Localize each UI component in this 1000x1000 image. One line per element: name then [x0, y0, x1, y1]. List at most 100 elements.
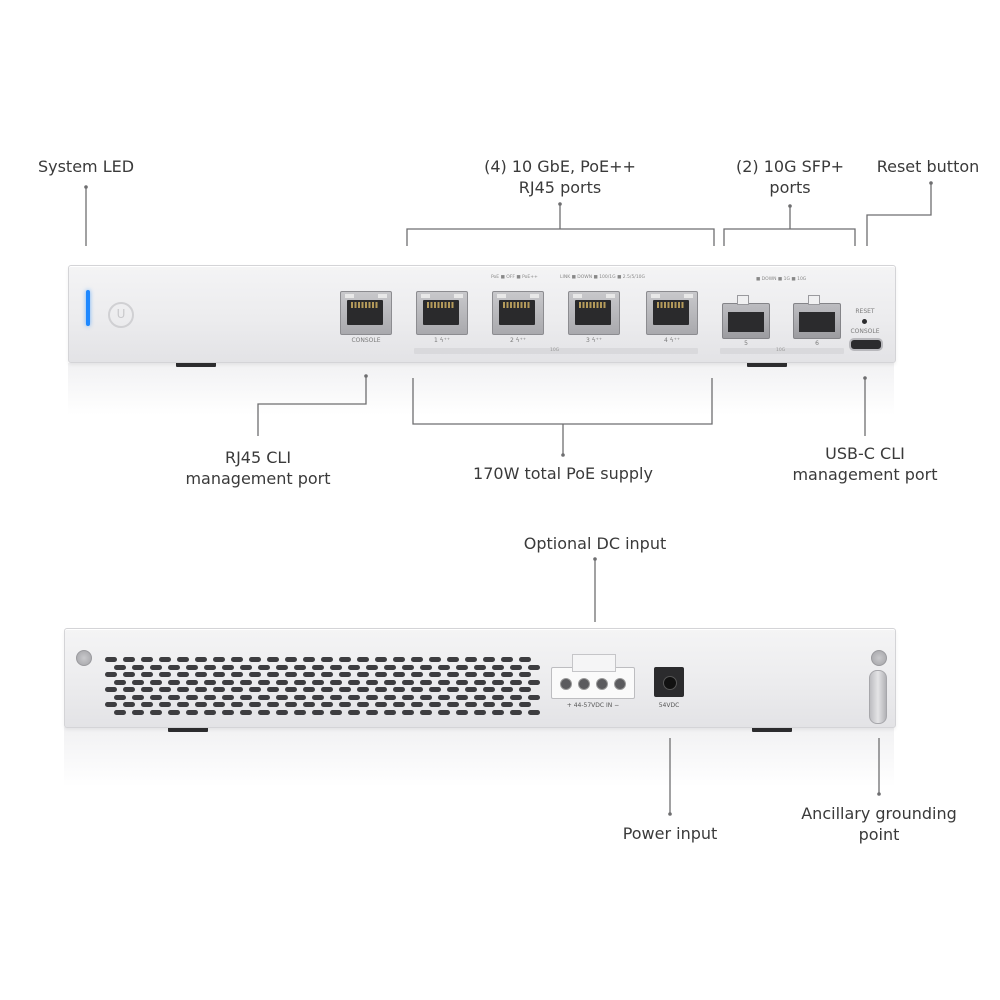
port-6-label: 6	[815, 340, 819, 347]
vent-slot	[159, 672, 171, 677]
vent-slot	[339, 672, 351, 677]
vent-slot	[213, 687, 225, 692]
vent-slot	[510, 679, 522, 685]
vent-slot	[348, 679, 360, 685]
rj45-port-2	[492, 291, 544, 335]
vent-slot	[465, 702, 477, 707]
vent-slot	[285, 657, 297, 662]
vent-slot	[267, 702, 279, 707]
vent-slot	[186, 709, 198, 715]
vent-slot	[294, 679, 306, 685]
vent-slot	[312, 709, 324, 715]
vent-slot	[348, 694, 360, 700]
vent-slot	[249, 702, 261, 707]
vent-slot	[429, 672, 441, 677]
poe-legend: PoE ■ OFF ■ PoE++	[491, 275, 538, 280]
vent-slot	[411, 702, 423, 707]
callout-grounding-line2: point	[858, 825, 900, 844]
vent-slot	[393, 702, 405, 707]
vent-slot	[177, 672, 189, 677]
vent-slot	[384, 694, 396, 700]
vent-slot	[312, 679, 324, 685]
callout-power-input-text: Power input	[622, 824, 718, 843]
vent-slot	[501, 672, 513, 677]
vent-slot	[258, 694, 270, 700]
vent-slot	[213, 672, 225, 677]
vent-slot	[528, 664, 540, 670]
vent-slot	[132, 664, 144, 670]
vent-slot	[321, 657, 333, 662]
ubiquiti-logo-icon: U	[108, 302, 134, 328]
vent-slot	[285, 702, 297, 707]
vent-slot	[321, 702, 333, 707]
vent-slot	[519, 687, 531, 692]
callout-usbc-cli-line1: USB-C CLI	[825, 444, 905, 463]
callout-power-input: Power input	[610, 823, 730, 844]
usbc-console-port	[849, 338, 883, 351]
vent-slot	[465, 672, 477, 677]
vent-slot	[321, 687, 333, 692]
vent-slot	[492, 679, 504, 685]
vent-slot	[195, 657, 207, 662]
vent-slot	[240, 709, 252, 715]
vent-slot	[330, 709, 342, 715]
vent-slot	[141, 657, 153, 662]
vent-slot	[357, 672, 369, 677]
vent-slot	[222, 664, 234, 670]
vent-slot	[402, 709, 414, 715]
reset-button[interactable]	[862, 319, 867, 324]
vent-slot	[501, 702, 513, 707]
vent-slot	[132, 694, 144, 700]
vent-slot	[393, 657, 405, 662]
vent-slot	[474, 709, 486, 715]
vent-slot	[114, 694, 126, 700]
vent-slot	[420, 694, 432, 700]
dc-terminal-label: + 44-57VDC IN −	[566, 702, 620, 709]
vent-slot	[528, 709, 540, 715]
vent-slot	[195, 687, 207, 692]
dc-jack-label: 54VDC	[658, 702, 680, 709]
vent-slot	[276, 709, 288, 715]
console-rj45-label: CONSOLE	[351, 337, 381, 344]
vent-slot	[195, 672, 207, 677]
front-foot-left	[176, 360, 216, 367]
callout-grounding: Ancillary grounding point	[794, 803, 964, 845]
vent-slot	[420, 709, 432, 715]
callout-optional-dc: Optional DC input	[510, 533, 680, 554]
vent-slot	[294, 709, 306, 715]
vent-slot	[303, 702, 315, 707]
ventilation-grille	[105, 657, 545, 717]
vent-slot	[204, 679, 216, 685]
vent-slot	[159, 657, 171, 662]
front-reflection	[68, 363, 894, 415]
vent-slot	[474, 679, 486, 685]
reset-label: RESET	[855, 308, 875, 315]
vent-slot	[492, 664, 504, 670]
vent-slot	[339, 702, 351, 707]
vent-slot	[213, 657, 225, 662]
front-panel: U CONSOLE PoE ■ OFF ■ PoE++ LINK ■ DOWN …	[68, 265, 896, 363]
vent-slot	[258, 679, 270, 685]
vent-slot	[150, 709, 162, 715]
vent-slot	[303, 687, 315, 692]
sfp-group-label: 10G	[776, 348, 786, 353]
vent-slot	[267, 687, 279, 692]
vent-slot	[132, 679, 144, 685]
rj45-port-3	[568, 291, 620, 335]
sfp-legend: ■ DOWN ■ 1G ■ 10G	[756, 277, 807, 282]
vent-slot	[339, 687, 351, 692]
vent-slot	[375, 672, 387, 677]
vent-slot	[276, 679, 288, 685]
vent-slot	[168, 664, 180, 670]
vent-slot	[141, 687, 153, 692]
vent-slot	[393, 687, 405, 692]
vent-slot	[429, 687, 441, 692]
screw-left-icon	[76, 650, 92, 666]
vent-slot	[105, 687, 117, 692]
vent-slot	[438, 694, 450, 700]
rj45-port-1	[416, 291, 468, 335]
vent-slot	[150, 664, 162, 670]
vent-slot	[438, 664, 450, 670]
vent-slot	[411, 672, 423, 677]
rj45-group-bar: 10G	[414, 348, 698, 354]
